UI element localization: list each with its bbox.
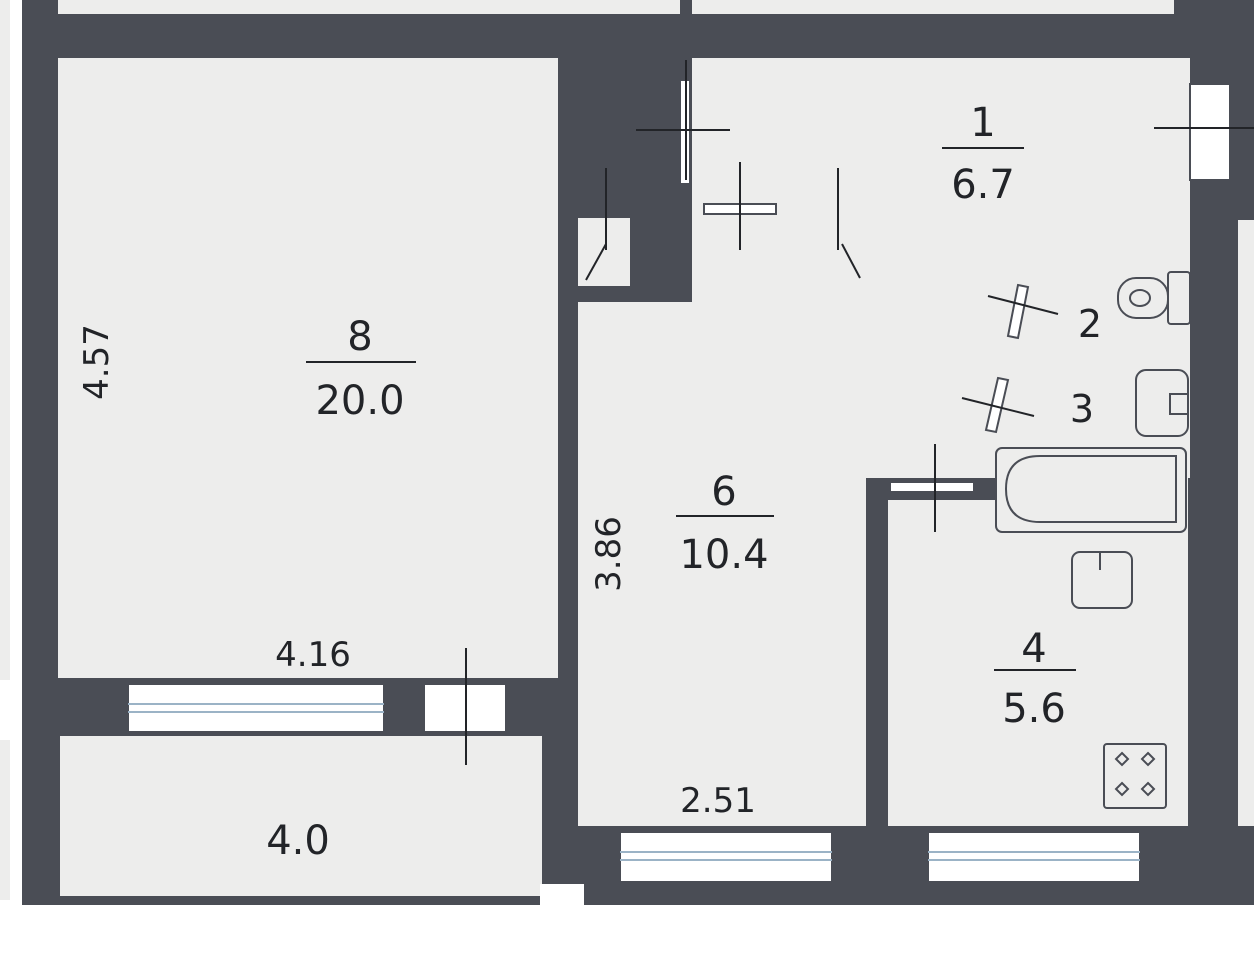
right-neighbor-floor [1238,220,1254,826]
room-8-number: 8 [347,314,372,360]
door-room-4 [889,481,975,493]
room-8-height-dimension: 4.57 [77,324,117,400]
door-room-2 [1006,283,1030,340]
door-room-3 [984,376,1010,434]
room-6-floor [578,302,866,826]
bathtub-icon [995,447,1187,533]
balcony-floor [60,736,542,896]
room-3-number: 3 [1070,387,1094,431]
closet-left-door [585,243,607,281]
room-4-area: 5.6 [1002,686,1066,732]
balcony-area: 4.0 [266,818,330,864]
window-room-6 [619,831,833,883]
room-8-area: 20.0 [315,378,404,424]
room-6-area: 10.4 [679,532,768,578]
left-neighbor-floor-bottom [0,740,10,900]
kitchen-sink-icon [1071,551,1133,609]
entrance-door [1189,83,1231,181]
room-8-floor [58,58,558,678]
left-gap [0,680,22,740]
toilet-icon [1117,271,1191,325]
room-4-number: 4 [1021,626,1046,672]
window-room-4 [927,831,1141,883]
room-2-number: 2 [1078,302,1102,346]
left-neighbor-floor-top [0,0,10,680]
door-room-3-mark [961,397,1035,417]
top-neighbor-floor-right [692,0,1174,14]
balcony-gap [540,884,584,914]
sink-icon [1135,369,1189,437]
closet-right-door [841,243,861,279]
room-1-area: 6.7 [951,162,1015,208]
window-room-8 [127,683,385,733]
room-6-number: 6 [711,469,736,515]
stove-icon [1103,743,1167,809]
room-8-width-dimension: 4.16 [275,635,351,675]
door-room-2-mark [987,295,1059,315]
closet-left [578,218,630,286]
room-1-number: 1 [970,100,995,146]
room-6-width-dimension: 2.51 [680,781,756,821]
top-neighbor-floor-left [58,0,680,14]
room-6-height-dimension: 3.86 [589,516,629,592]
